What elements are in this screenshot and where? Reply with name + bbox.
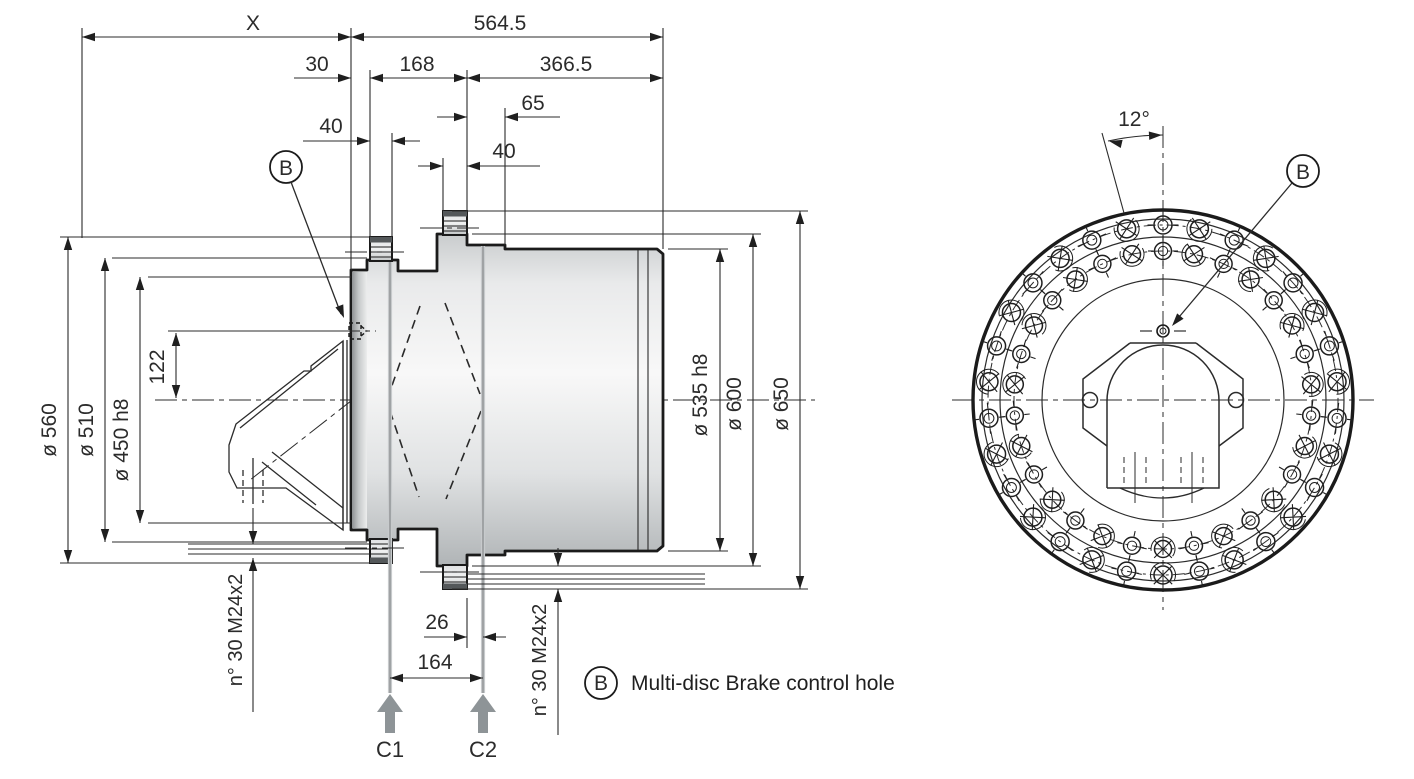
housing-profile (349, 232, 665, 568)
brake-control-hole-plug (338, 322, 376, 340)
spline-marks (1123, 452, 1204, 503)
dim-40-second: 40 (492, 140, 515, 163)
dim-dia-600: ø 600 (723, 377, 746, 431)
dim-dia-650: ø 650 (770, 377, 793, 431)
balloon-b-side: B (269, 150, 348, 320)
dim-dia-510: ø 510 (75, 403, 98, 457)
motor-axis-centerline (249, 396, 357, 481)
flange-inner-rim (981, 218, 1345, 582)
balloon-b-front: B (1168, 154, 1320, 329)
dimension-layer: X 564.5 30 168 366.5 65 40 40 (38, 12, 805, 735)
balloon-b-front-label: B (1296, 161, 1310, 184)
angle-dimension: 12° (1101, 108, 1164, 214)
dim-26: 26 (425, 611, 448, 634)
callout-bolts-front: n° 30 M24x2 (225, 574, 247, 687)
dim-122: 122 (146, 349, 169, 384)
dim-30: 30 (305, 53, 328, 76)
legend-balloon-label: B (594, 672, 608, 695)
balloon-b-side-label: B (279, 157, 293, 180)
port-arrows: C1 C2 (376, 694, 497, 762)
front-view: 12° B (952, 108, 1374, 610)
callout-bolts-rear: n° 30 M24x2 (529, 604, 551, 717)
gearbox-body (338, 210, 665, 693)
mount-ear-hole-left (1081, 391, 1099, 409)
pilot-circle (1041, 278, 1285, 522)
dim-12deg: 12° (1118, 108, 1150, 131)
motor-mount-silhouette (1081, 342, 1245, 503)
c1-label: C1 (376, 737, 404, 762)
dim-366-5: 366.5 (540, 53, 593, 76)
mount-ear-hole-right (1227, 391, 1245, 409)
c2-label: C2 (469, 737, 497, 762)
front-face-shading (352, 272, 367, 528)
side-view: X 564.5 30 168 366.5 65 40 40 (38, 12, 815, 762)
c2-arrow (470, 694, 496, 733)
hydraulic-motor (228, 339, 357, 532)
dim-dia-560: ø 560 (38, 403, 61, 457)
outer-bolt-pitch-circle (987, 224, 1339, 576)
legend: B Multi-disc Brake control hole (584, 666, 895, 700)
bolt-rings (973, 209, 1353, 588)
mount-dome (1106, 344, 1220, 489)
internal-gear-dashed (388, 302, 482, 500)
dim-dia-535: ø 535 h8 (689, 354, 712, 437)
dim-40-first: 40 (319, 115, 342, 138)
extension-lines (60, 28, 808, 648)
dim-564-5: 564.5 (474, 12, 527, 35)
legend-balloon-circle (584, 666, 618, 700)
dim-dia-450: ø 450 h8 (110, 399, 133, 482)
legend-text: Multi-disc Brake control hole (631, 672, 895, 695)
c1-arrow (377, 694, 403, 733)
dim-x: X (246, 12, 260, 35)
flange-bolts (369, 210, 468, 590)
dim-168: 168 (399, 53, 434, 76)
dim-65: 65 (521, 92, 544, 115)
dim-164: 164 (417, 651, 452, 674)
brake-hole-front (1140, 324, 1186, 338)
shaft-boss-arc (1119, 487, 1205, 499)
